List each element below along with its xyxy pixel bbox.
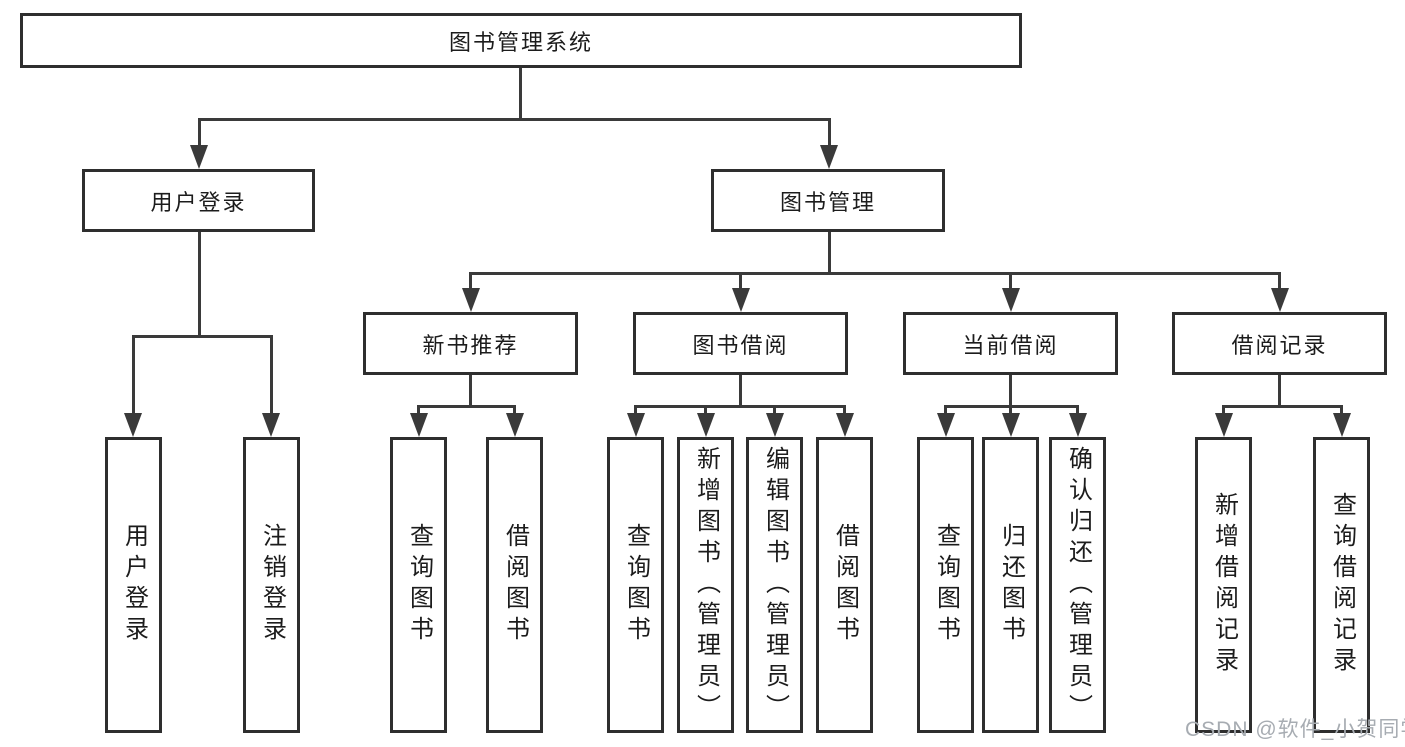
connector-line [469, 272, 1281, 275]
arrow-down-icon [627, 413, 645, 437]
node-label: 图书借阅 [692, 332, 789, 358]
leaf-label: 确认归还（管理员） [1064, 445, 1092, 725]
connector-line [198, 118, 831, 121]
connector-line [634, 405, 637, 415]
leaf-query-borrow-record: 查询借阅记录 [1313, 437, 1370, 733]
leaf-label: 注销登录 [258, 523, 286, 647]
arrow-down-icon [506, 413, 524, 437]
leaf-add-borrow-record: 新增借阅记录 [1195, 437, 1252, 733]
leaf-borrow-book-recommend: 借阅图书 [486, 437, 543, 733]
leaf-label: 新增图书（管理员） [692, 445, 720, 725]
connector-line [132, 335, 273, 338]
leaf-logout: 注销登录 [243, 437, 300, 733]
arrow-down-icon [820, 145, 838, 169]
leaf-edit-book-admin: 编辑图书（管理员） [746, 437, 803, 733]
leaf-label: 查询图书 [932, 523, 960, 647]
connector-line [1076, 405, 1079, 415]
arrow-down-icon [1069, 413, 1087, 437]
connector-line [739, 375, 742, 405]
leaf-query-book-recommend: 查询图书 [390, 437, 447, 733]
connector-line [944, 405, 947, 415]
connector-line [634, 405, 846, 408]
leaf-query-book-current: 查询图书 [917, 437, 974, 733]
arrow-down-icon [462, 288, 480, 312]
connector-line [739, 272, 742, 290]
connector-line [198, 118, 201, 146]
leaf-return-book: 归还图书 [982, 437, 1039, 733]
arrow-down-icon [732, 288, 750, 312]
leaf-query-book-borrowing: 查询图书 [607, 437, 664, 733]
leaf-borrow-book: 借阅图书 [816, 437, 873, 733]
leaf-label: 查询借阅记录 [1328, 492, 1356, 678]
node-label: 图书管理系统 [448, 29, 593, 55]
leaf-label: 用户登录 [120, 523, 148, 647]
node-label: 新书推荐 [422, 332, 519, 358]
arrow-down-icon [1215, 413, 1233, 437]
arrow-down-icon [1002, 288, 1020, 312]
connector-line [773, 405, 776, 415]
connector-line [1222, 405, 1343, 408]
arrow-down-icon [697, 413, 715, 437]
connector-line [469, 272, 472, 290]
connector-line [1278, 375, 1281, 405]
connector-line [828, 118, 831, 146]
connector-line [704, 405, 707, 415]
leaf-label: 借阅图书 [501, 523, 529, 647]
arrow-down-icon [262, 413, 280, 437]
node-current-borrowing: 当前借阅 [903, 312, 1118, 375]
node-user-login: 用户登录 [82, 169, 315, 232]
leaf-user-login: 用户登录 [105, 437, 162, 733]
node-book-borrowing: 图书借阅 [633, 312, 848, 375]
leaf-confirm-return-admin: 确认归还（管理员） [1049, 437, 1106, 733]
node-label: 借阅记录 [1231, 332, 1328, 358]
connector-line [1222, 405, 1225, 415]
connector-line [1009, 375, 1012, 405]
leaf-label: 新增借阅记录 [1210, 492, 1238, 678]
arrow-down-icon [766, 413, 784, 437]
connector-line [469, 375, 472, 405]
leaf-label: 编辑图书（管理员） [761, 445, 789, 725]
node-label: 用户登录 [150, 189, 247, 215]
connector-line [132, 335, 135, 415]
leaf-label: 查询图书 [622, 523, 650, 647]
leaf-label: 查询图书 [405, 523, 433, 647]
arrow-down-icon [836, 413, 854, 437]
connector-line [270, 335, 273, 415]
leaf-add-book-admin: 新增图书（管理员） [677, 437, 734, 733]
connector-line [519, 68, 522, 118]
arrow-down-icon [410, 413, 428, 437]
node-book-management: 图书管理 [711, 169, 945, 232]
node-label: 图书管理 [779, 189, 876, 215]
connector-line [1009, 272, 1012, 290]
connector-line [828, 232, 831, 272]
connector-line [1278, 272, 1281, 290]
arrow-down-icon [190, 145, 208, 169]
arrow-down-icon [1002, 413, 1020, 437]
arrow-down-icon [937, 413, 955, 437]
connector-line [513, 405, 516, 415]
connector-line [417, 405, 516, 408]
arrow-down-icon [124, 413, 142, 437]
leaf-label: 借阅图书 [831, 523, 859, 647]
connector-line [198, 232, 201, 335]
arrow-down-icon [1333, 413, 1351, 437]
arrow-down-icon [1271, 288, 1289, 312]
csdn-watermark: CSDN @软件_小贺同学 [1185, 718, 1405, 741]
node-borrowing-records: 借阅记录 [1172, 312, 1387, 375]
node-library-management-system: 图书管理系统 [20, 13, 1022, 68]
connector-line [1009, 405, 1012, 415]
leaf-label: 归还图书 [997, 523, 1025, 647]
connector-line [1340, 405, 1343, 415]
node-label: 当前借阅 [962, 332, 1059, 358]
connector-line [417, 405, 420, 415]
connector-line [843, 405, 846, 415]
node-new-book-recommendation: 新书推荐 [363, 312, 578, 375]
